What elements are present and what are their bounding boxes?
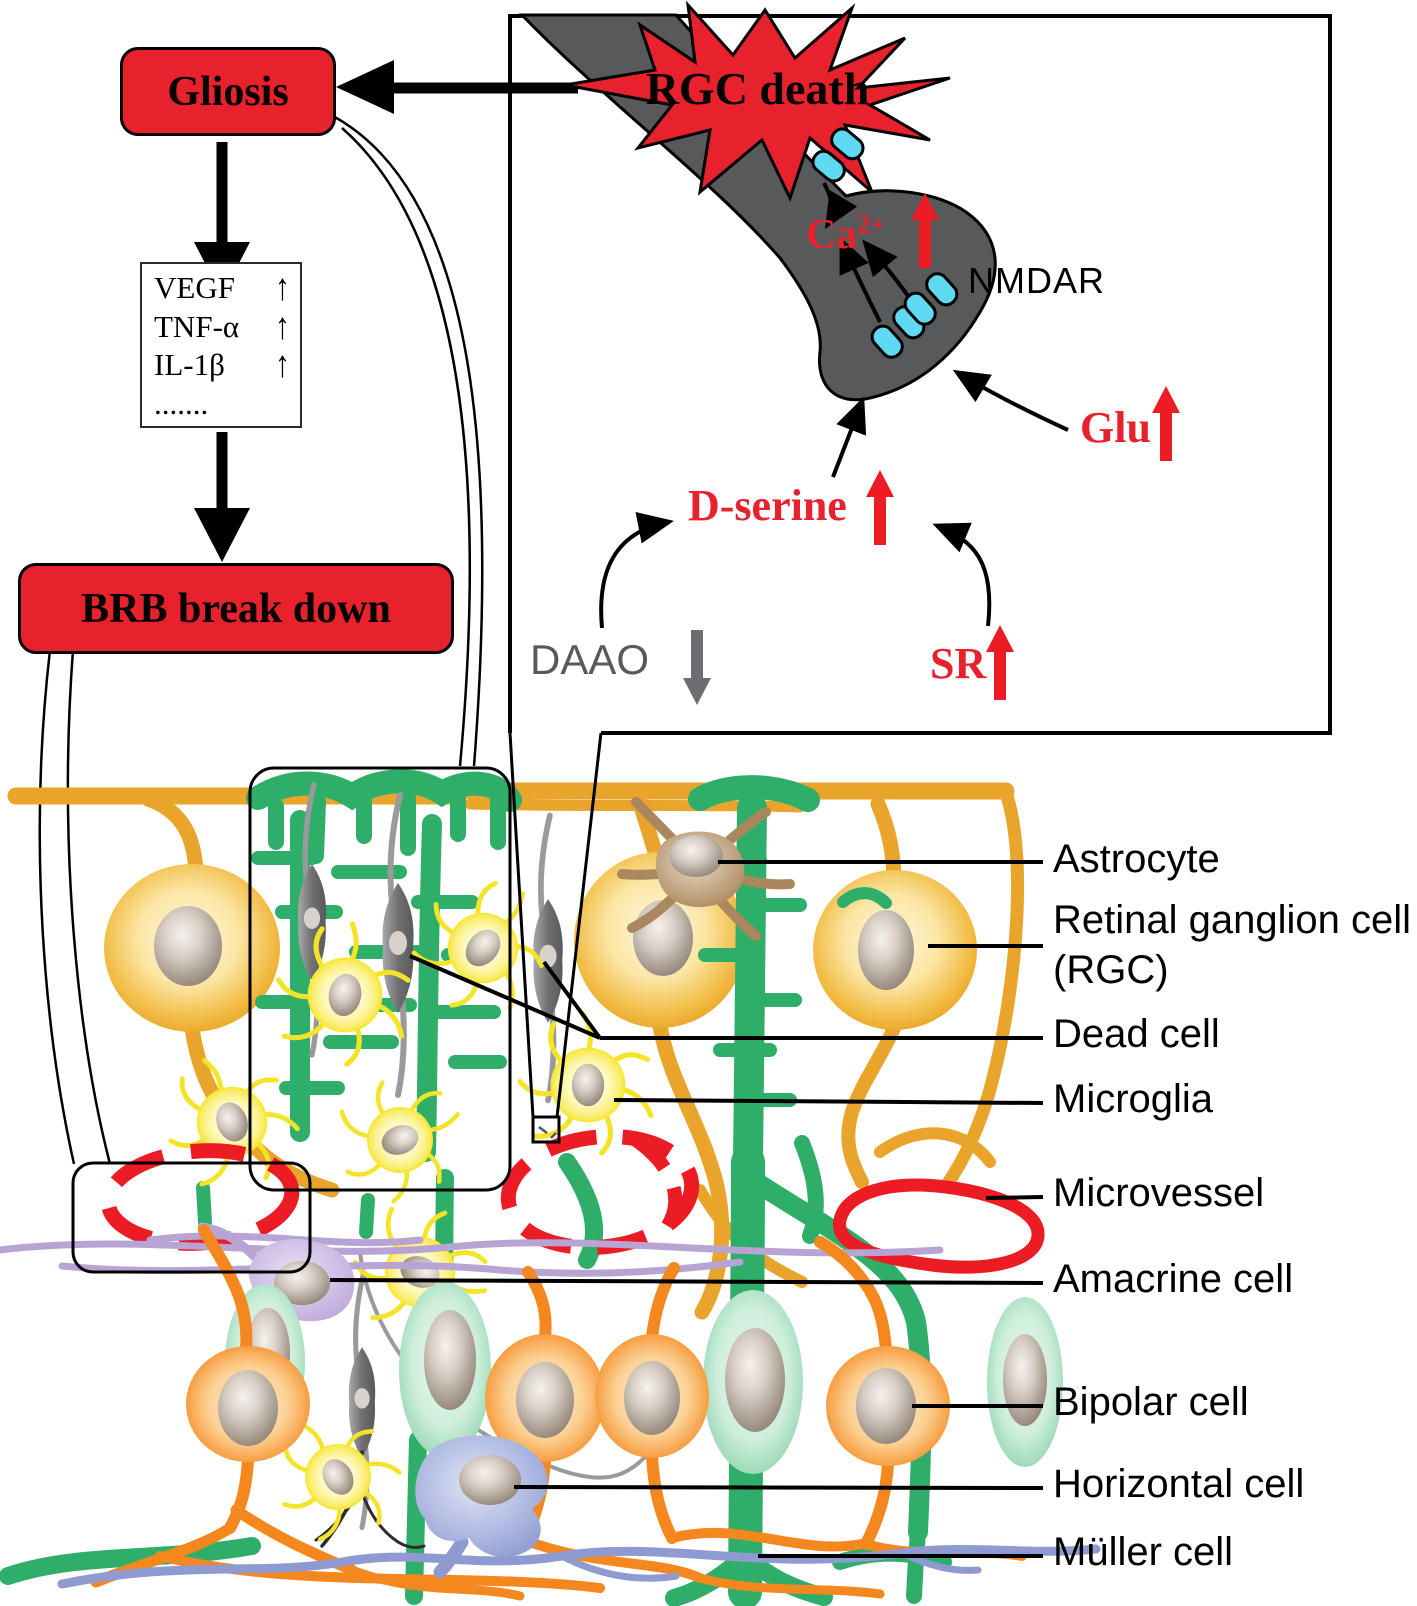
legend-rgc-line2: (RGC) bbox=[1053, 948, 1169, 992]
legend-horizontal: Horizontal cell bbox=[1053, 1462, 1305, 1506]
mediator-row: ....... bbox=[154, 386, 290, 422]
nmdar-label: NMDAR bbox=[968, 260, 1105, 301]
inset-panel bbox=[336, 0, 1332, 735]
flow-arrow-mediators-to-brb bbox=[194, 432, 250, 562]
mediator-name: VEGF bbox=[154, 270, 235, 305]
mediator-name: TNF-α bbox=[154, 308, 240, 344]
horizontal-cell bbox=[415, 1435, 548, 1579]
glu-up-arrow-icon bbox=[1152, 386, 1180, 461]
label-pointer-lines bbox=[329, 860, 1044, 1558]
ca-label: Ca2+ bbox=[806, 210, 886, 258]
mediator-box: VEGF ↑ TNF-α ↑ IL-1β ↑ ....... bbox=[140, 262, 302, 428]
synapse-zoom-box bbox=[531, 1115, 561, 1144]
rgc-death-label: RGC death bbox=[645, 63, 870, 114]
brb-box: BRB break down bbox=[18, 563, 454, 654]
sr-label: SR bbox=[930, 639, 987, 688]
daao-label: DAAO bbox=[530, 636, 650, 683]
gliosis-region-connectors bbox=[38, 114, 484, 1165]
astrocyte-cell bbox=[617, 797, 795, 941]
brb-region-outline bbox=[71, 1161, 312, 1274]
gliosis-box: Gliosis bbox=[120, 47, 336, 136]
mediator-row: VEGF ↑ bbox=[154, 267, 290, 308]
d-serine-label: D-serine bbox=[688, 481, 847, 530]
mediator-row: IL-1β ↑ bbox=[154, 344, 290, 385]
gliosis-label: Gliosis bbox=[167, 68, 289, 115]
legend-bipolar: Bipolar cell bbox=[1053, 1380, 1249, 1424]
legend-astrocyte: Astrocyte bbox=[1053, 837, 1220, 881]
daao-down-arrow-icon bbox=[683, 630, 711, 705]
mediator-dots: ....... bbox=[154, 385, 209, 421]
brb-label: BRB break down bbox=[81, 585, 391, 632]
callout-connectors bbox=[71, 732, 603, 1274]
retina-illustration bbox=[0, 769, 1101, 1606]
mediator-name: IL-1β bbox=[154, 347, 225, 383]
sr-up-arrow-icon bbox=[986, 625, 1014, 700]
legend-microvessel: Microvessel bbox=[1053, 1171, 1265, 1215]
big-arrow-rgcdeath-to-gliosis bbox=[336, 60, 578, 114]
legend-dead-cell: Dead cell bbox=[1053, 1012, 1220, 1056]
bipolar-cells bbox=[186, 1224, 950, 1550]
up-arrow-icon: ↑ bbox=[275, 266, 290, 308]
mediator-row: TNF-α ↑ bbox=[154, 305, 290, 346]
gliosis-region-outline bbox=[248, 766, 512, 1192]
legend-microglia: Microglia bbox=[1053, 1077, 1214, 1121]
inset-signal-arrows bbox=[599, 182, 1069, 629]
legend-muller: Müller cell bbox=[1053, 1530, 1234, 1574]
legend-amacrine: Amacrine cell bbox=[1053, 1257, 1294, 1301]
up-arrow-icon: ↑ bbox=[275, 344, 290, 386]
microvessel-solid-right bbox=[833, 1178, 1045, 1274]
dserine-up-arrow-icon bbox=[866, 470, 894, 545]
inset-border bbox=[508, 14, 1332, 735]
up-arrow-icon: ↑ bbox=[275, 305, 290, 347]
retinal-ganglion-cells bbox=[104, 852, 977, 1032]
glu-label: Glu bbox=[1080, 403, 1151, 452]
legend-rgc-line1: Retinal ganglion cell bbox=[1053, 898, 1412, 942]
